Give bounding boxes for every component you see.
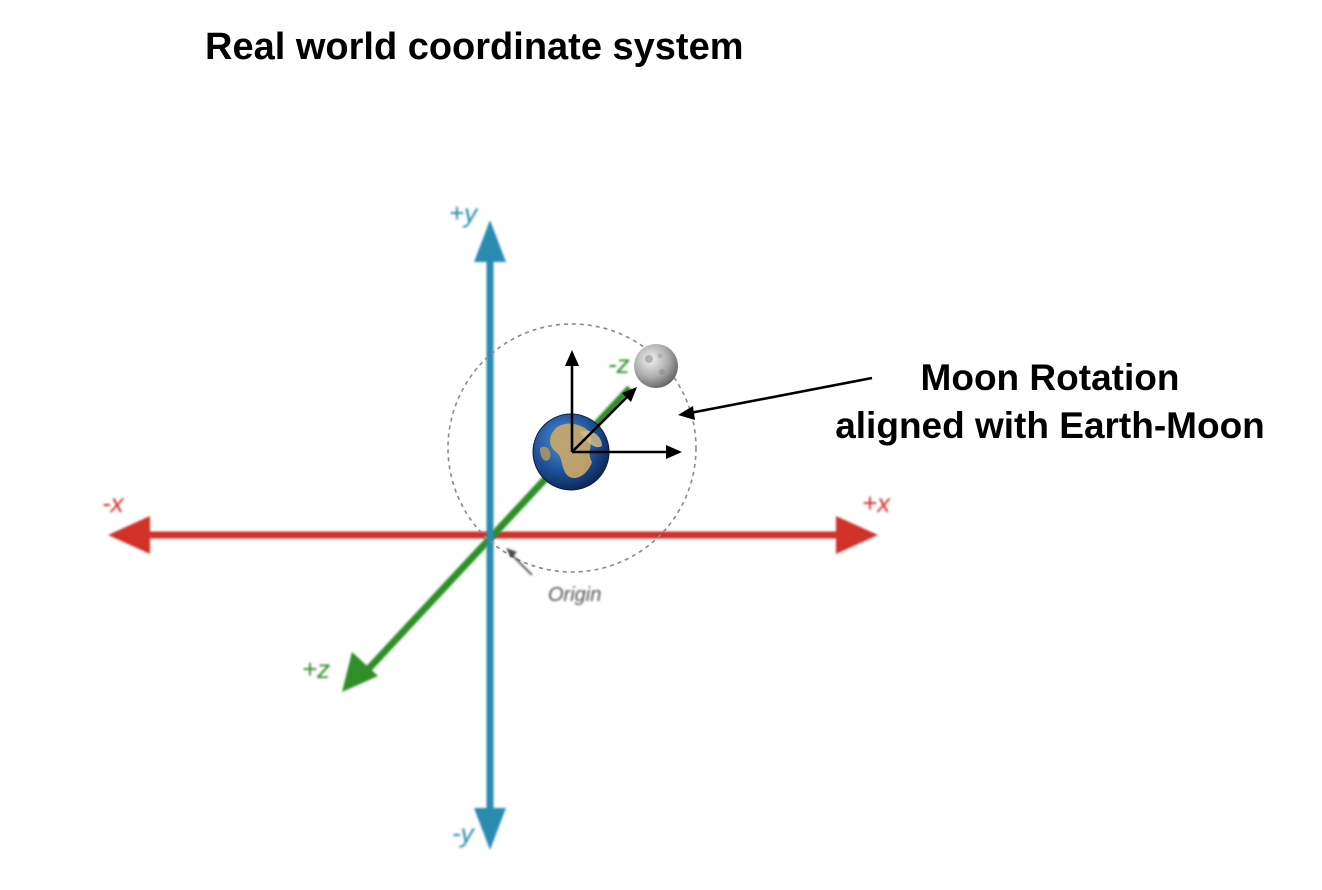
- annotation-pointer-arrow: [678, 376, 873, 420]
- origin-pointer-arrow: [506, 548, 533, 576]
- z-axis-positive-arrowhead: [342, 652, 378, 692]
- x-axis-negative-arrowhead: [108, 516, 150, 554]
- moon-rotation-annotation: Moon Rotation aligned with Earth-Moon: [780, 354, 1320, 450]
- annotation-line-2: aligned with Earth-Moon: [835, 405, 1265, 446]
- y-axis: [474, 220, 506, 850]
- plus-z-label: +z: [302, 654, 330, 684]
- y-axis-negative-arrowhead: [474, 808, 506, 850]
- moon-orbit: [447, 323, 697, 573]
- plus-y-label: +y: [449, 198, 479, 228]
- y-axis-positive-arrowhead: [474, 220, 506, 262]
- annotation-line-1: Moon Rotation: [920, 357, 1180, 398]
- moon-rotation-axes: [565, 350, 682, 459]
- minus-y-label: -y: [452, 818, 476, 848]
- moon-icon: [634, 344, 678, 388]
- origin-label: Origin: [548, 584, 601, 606]
- diagram-title: Real world coordinate system: [205, 26, 744, 68]
- plus-x-label: +x: [862, 488, 891, 518]
- x-axis-positive-arrowhead: [836, 516, 878, 554]
- minus-x-label: -x: [102, 488, 125, 518]
- local-forward-arrow: [571, 395, 629, 453]
- minus-z-label: -z: [608, 349, 630, 379]
